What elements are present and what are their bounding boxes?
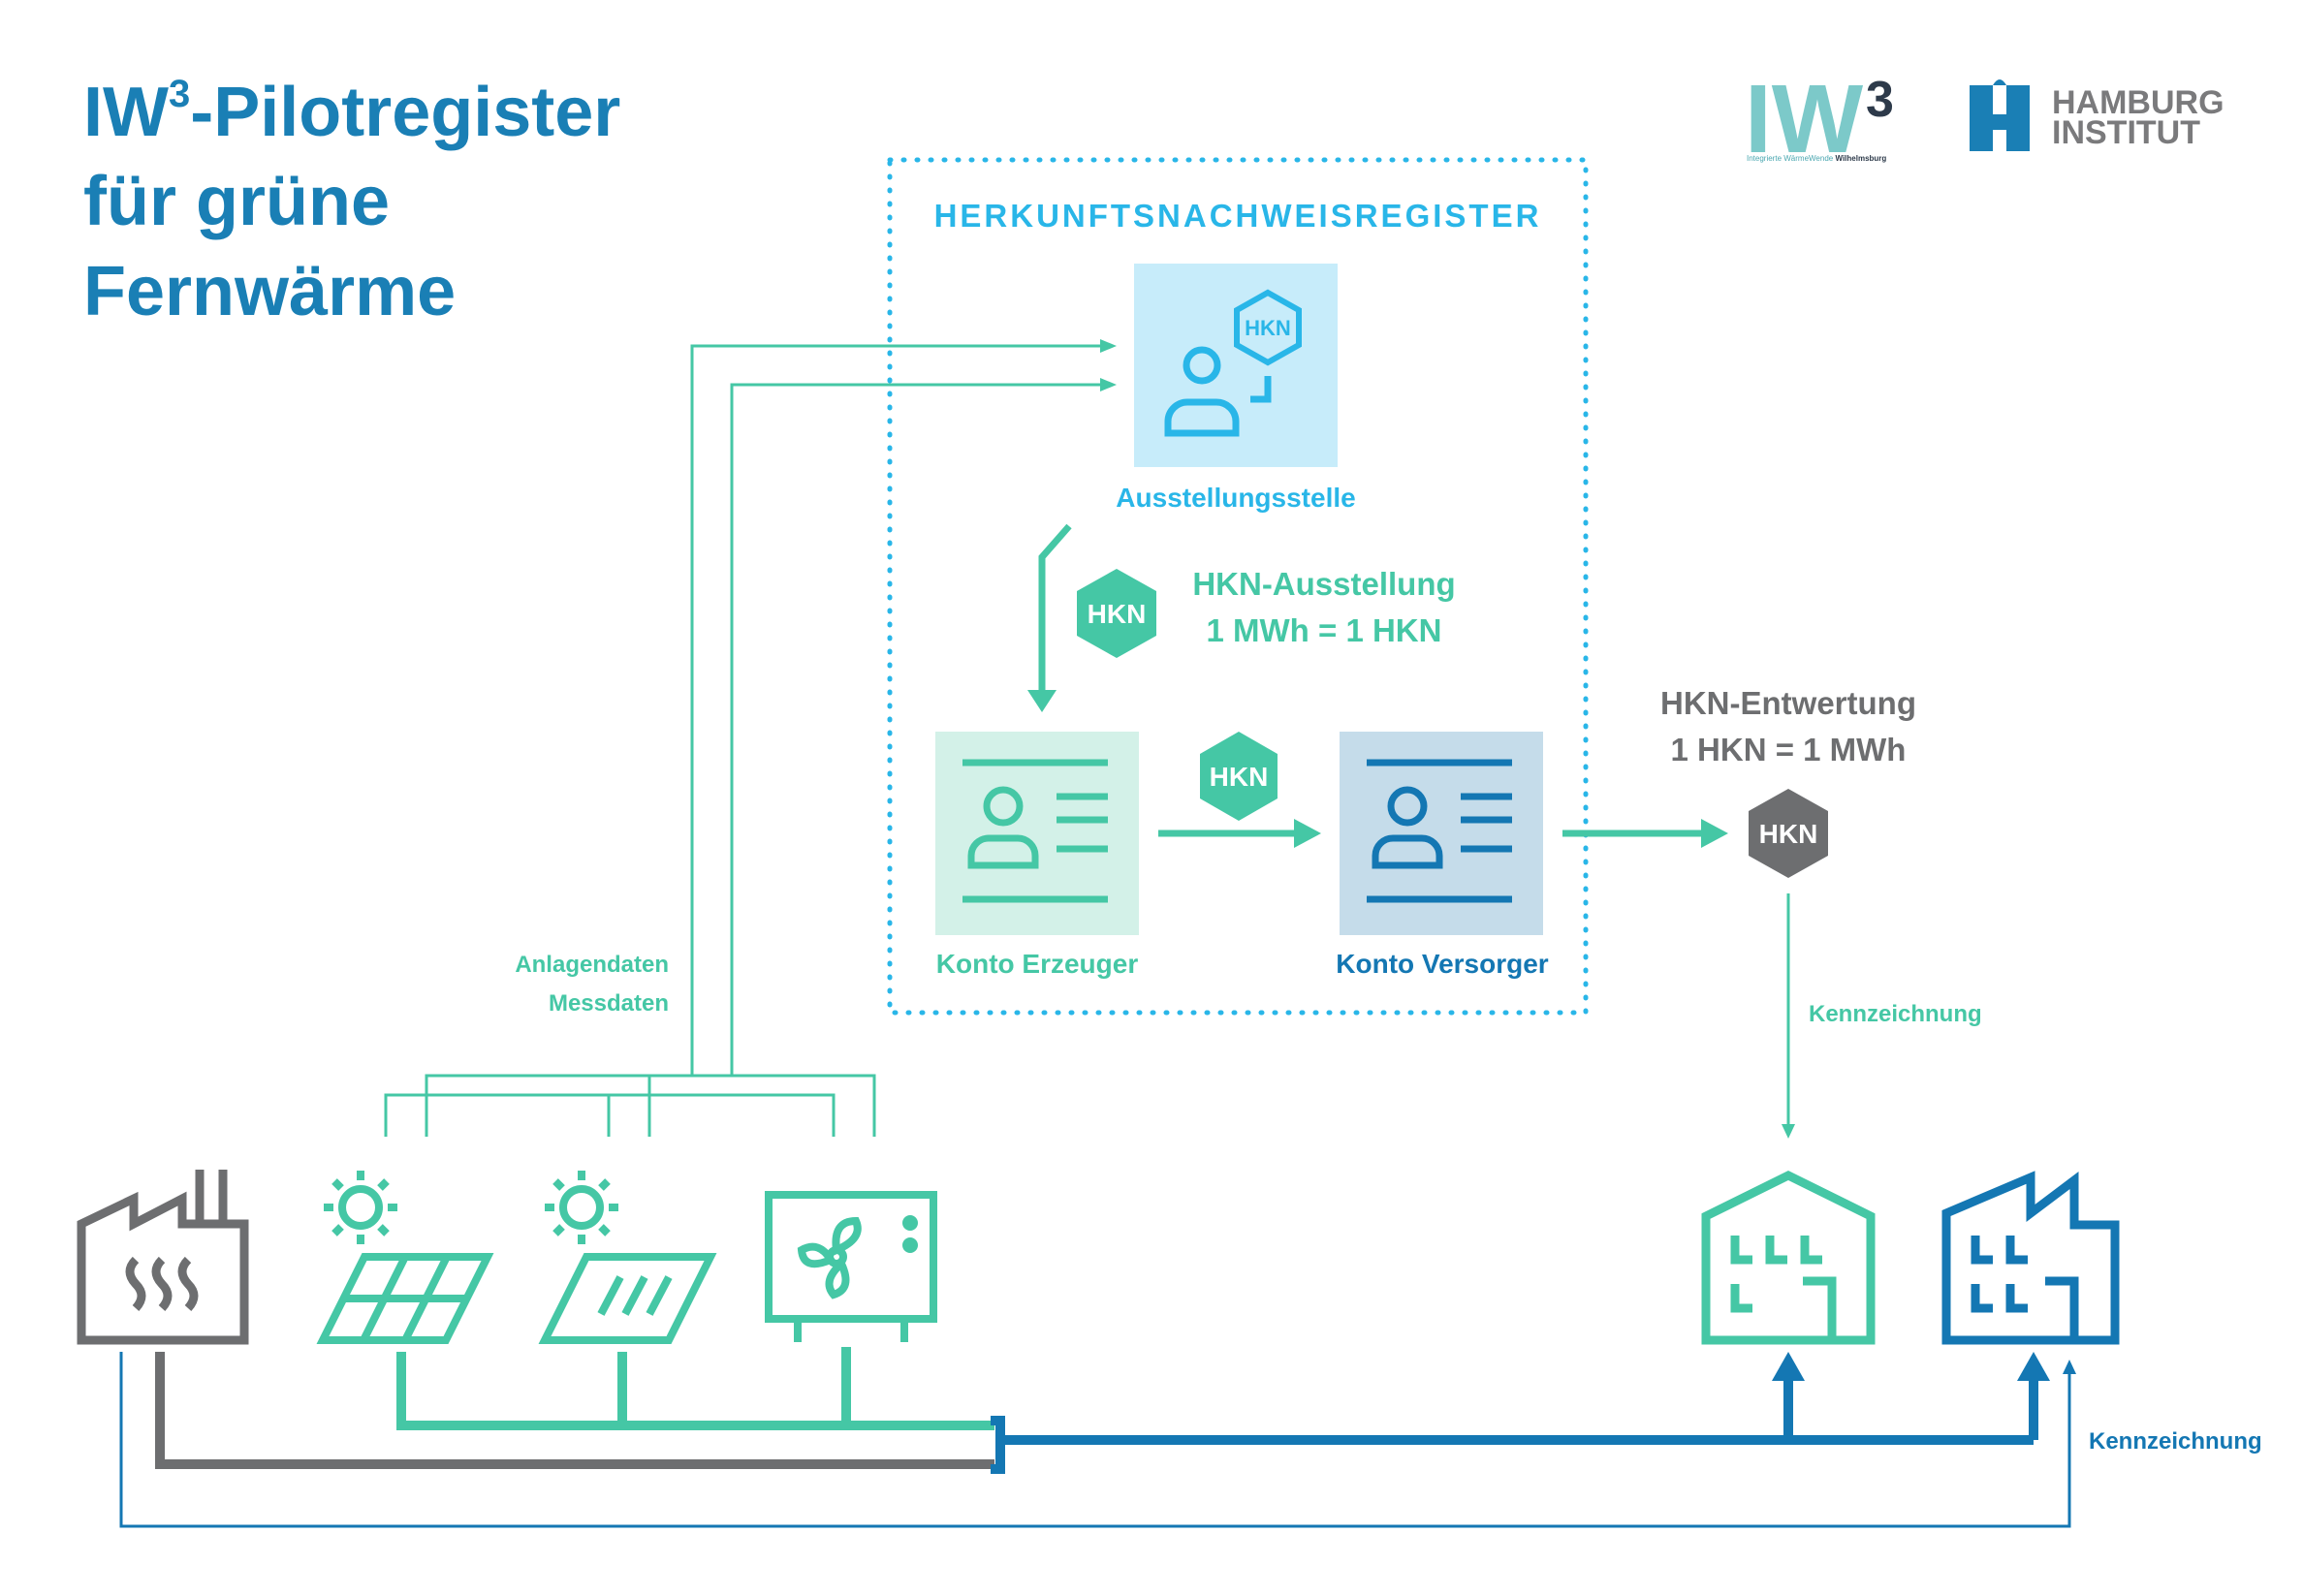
- transfer-hkn-badge: HKN: [1200, 732, 1278, 821]
- iw3-logo: IW 3 Integrierte WärmeWende Wilhelmsburg: [1745, 65, 1894, 173]
- factory-icon: [77, 1170, 249, 1345]
- heat-arrow-house: [1772, 1352, 1805, 1381]
- data-lines: [384, 344, 1105, 1137]
- producer-account-label: Konto Erzeuger: [936, 949, 1139, 979]
- issuance-hkn-text: HKN: [1088, 599, 1147, 629]
- title-line2: für grüne: [83, 163, 390, 240]
- data-flow-line2: Messdaten: [549, 990, 669, 1017]
- labelling-loop: [119, 1352, 2071, 1528]
- title-prefix: IW: [83, 74, 169, 151]
- issuance-line1: HKN-Ausstellung: [1192, 566, 1455, 602]
- hamburg-institut-line2: INSTITUT: [2052, 114, 2200, 151]
- account-card-icon: [1367, 759, 1512, 903]
- hamburg-institut-mark-icon: [1970, 85, 2030, 151]
- cancellation-hkn-badge: HKN: [1749, 789, 1828, 878]
- issuer-label: Ausstellungsstelle: [1116, 483, 1355, 513]
- building-icon: [1941, 1171, 2120, 1345]
- account-card-icon: [962, 759, 1108, 903]
- issuance-hkn-badge: HKN: [1077, 569, 1156, 658]
- iw3-logo-sup: 3: [1866, 72, 1894, 128]
- cancellation-line1: HKN-Entwertung: [1660, 685, 1916, 721]
- title-sup: 3: [169, 73, 190, 115]
- hamburg-institut-logo: HAMBURG INSTITUT: [1970, 79, 2224, 151]
- hamburg-institut-line1: HAMBURG: [2052, 84, 2224, 121]
- heat-pump-icon: [765, 1191, 937, 1342]
- register-frame: [887, 157, 1589, 1016]
- hkn-hexagon-icon: HKN: [1234, 289, 1302, 366]
- svg-text:HKN: HKN: [1759, 819, 1818, 849]
- labelling-label-top: Kennzeichnung: [1809, 1001, 1982, 1027]
- svg-text:IW3-Pilotregister: IW3-Pilotregister: [83, 73, 620, 151]
- heat-arrow-building: [2017, 1352, 2050, 1381]
- cancellation-line2: 1 HKN = 1 MWh: [1671, 732, 1907, 767]
- title-line3: Fernwärme: [83, 253, 456, 330]
- house-icon: [1701, 1170, 1876, 1345]
- issuance-line2: 1 MWh = 1 HKN: [1207, 612, 1442, 648]
- issuance-arrow: [1038, 523, 1072, 698]
- supplier-account-label: Konto Versorger: [1336, 949, 1548, 979]
- issuer-hkn-label: HKN: [1245, 316, 1291, 340]
- labelling-label-bottom: Kennzeichnung: [2089, 1428, 2262, 1455]
- solar-panel-icon: [316, 1171, 494, 1344]
- page-title: IW3-Pilotregister für grüne Fernwärme: [83, 73, 620, 330]
- title-suffix: -Pilotregister: [190, 74, 620, 151]
- user-icon: [1164, 346, 1272, 437]
- data-flow-line1: Anlagendaten: [515, 952, 669, 978]
- heat-network: [155, 1347, 2038, 1474]
- iw3-tagline: Integrierte WärmeWende Wilhelmsburg: [1747, 154, 1886, 163]
- register-title: HERKUNFTSNACHWEISREGISTER: [934, 198, 1542, 234]
- svg-text:HKN: HKN: [1210, 762, 1269, 792]
- iw3-logo-text: IW: [1745, 65, 1864, 173]
- solar-thermal-icon: [538, 1171, 717, 1344]
